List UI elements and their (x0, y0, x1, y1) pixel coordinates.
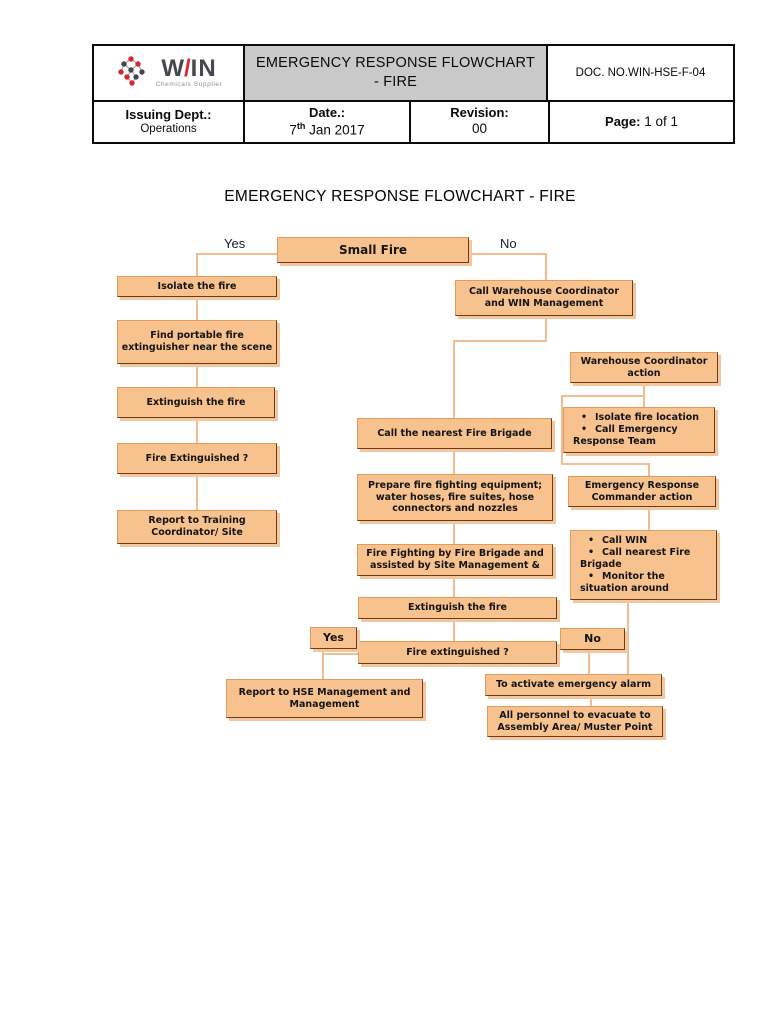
connector-line (648, 507, 650, 530)
issuing-dept-cell: Issuing Dept.: Operations (94, 102, 245, 142)
connector-line (322, 653, 358, 655)
document-title-line1: EMERGENCY RESPONSE FLOWCHART (256, 55, 535, 72)
date-cell: Date.: 7th Jan 2017 (245, 102, 411, 142)
node-extinguish-left: Extinguish the fire (117, 387, 275, 418)
logo-molecule-icon (115, 53, 151, 94)
node-small-fire: Small Fire (277, 237, 469, 263)
doc-number: DOC. NO.WIN-HSE-F-04 (575, 67, 706, 79)
logo-slash: / (183, 55, 192, 83)
document-title-line2: - FIRE (373, 74, 418, 90)
connector-line (196, 253, 198, 277)
page-number: Page: 1 of 1 (605, 114, 678, 130)
doc-number-cell: DOC. NO.WIN-HSE-F-04 (548, 46, 733, 100)
connector-line (196, 364, 198, 387)
date-label: Date.: (308, 104, 346, 120)
connector-line (643, 383, 645, 407)
node-report-hse: Report to HSE Management and Management (226, 679, 423, 718)
company-logo: W/IN Chemicals Supplier (94, 46, 245, 100)
connector-line (588, 650, 590, 674)
issuing-dept-value: Operations (140, 122, 197, 135)
node-isolate-fire: Isolate the fire (117, 276, 277, 297)
node-fire-extinguished-mid: Fire extinguished ? (358, 641, 557, 664)
connector-line (561, 463, 649, 465)
node-yes: Yes (310, 627, 357, 649)
issuing-dept-label: Issuing Dept.: (125, 106, 212, 122)
node-erc-action: Emergency Response Commander action (568, 476, 716, 507)
connector-line (453, 449, 455, 474)
node-warehouse-action: Warehouse Coordinator action (570, 352, 718, 383)
logo-wordmark: W/IN (161, 55, 217, 83)
logo-tagline: Chemicals Supplier (155, 81, 223, 89)
connector-line (453, 521, 455, 544)
node-evacuate: All personnel to evacuate to Assembly Ar… (487, 706, 663, 737)
connector-line (322, 649, 324, 679)
connector-line (545, 316, 547, 340)
node-prepare-equipment: Prepare fire fighting equipment; water h… (357, 474, 553, 521)
revision-value: 00 (471, 121, 488, 137)
connector-line (453, 576, 455, 597)
connector-line (453, 619, 455, 641)
connector-line (196, 253, 277, 255)
node-erc-bullets: Call WINCall nearest Fire BrigadeMonitor… (570, 530, 717, 600)
connector-line (545, 253, 547, 280)
branch-label-no: No (500, 236, 517, 251)
flowchart-title: EMERGENCY RESPONSE FLOWCHART - FIRE (224, 188, 576, 205)
node-find-extinguisher: Find portable fire extinguisher near the… (117, 320, 277, 364)
revision-cell: Revision: 00 (411, 102, 550, 142)
node-report-training: Report to Training Coordinator/ Site (117, 510, 277, 544)
connector-line (196, 418, 198, 443)
connector-line (470, 253, 545, 255)
node-extinguish-mid: Extinguish the fire (358, 597, 557, 619)
revision-label: Revision: (450, 105, 509, 121)
document-header-table: W/IN Chemicals Supplier EMERGENCY RESPON… (92, 44, 735, 144)
connector-line (196, 474, 198, 510)
node-call-warehouse: Call Warehouse Coordinator and WIN Manag… (455, 280, 633, 316)
page-cell: Page: 1 of 1 (550, 102, 733, 142)
node-fire-extinguished-left: Fire Extinguished ? (117, 443, 277, 474)
node-activate-alarm: To activate emergency alarm (485, 674, 662, 696)
connector-line (453, 340, 547, 342)
connector-line (196, 297, 198, 320)
date-value: 7th Jan 2017 (289, 120, 365, 138)
connector-line (561, 395, 563, 463)
connector-line (648, 463, 650, 476)
node-fire-fighting: Fire Fighting by Fire Brigade and assist… (357, 544, 553, 576)
connector-line (627, 600, 629, 674)
node-warehouse-bullets: Isolate fire locationCall Emergency Resp… (563, 407, 715, 453)
connector-line (561, 395, 643, 397)
branch-label-yes: Yes (224, 236, 246, 251)
node-call-brigade: Call the nearest Fire Brigade (357, 418, 552, 449)
connector-line (453, 340, 455, 418)
connector-line (590, 696, 592, 706)
document-title-cell: EMERGENCY RESPONSE FLOWCHART - FIRE (245, 46, 548, 100)
node-no: No (560, 628, 625, 650)
